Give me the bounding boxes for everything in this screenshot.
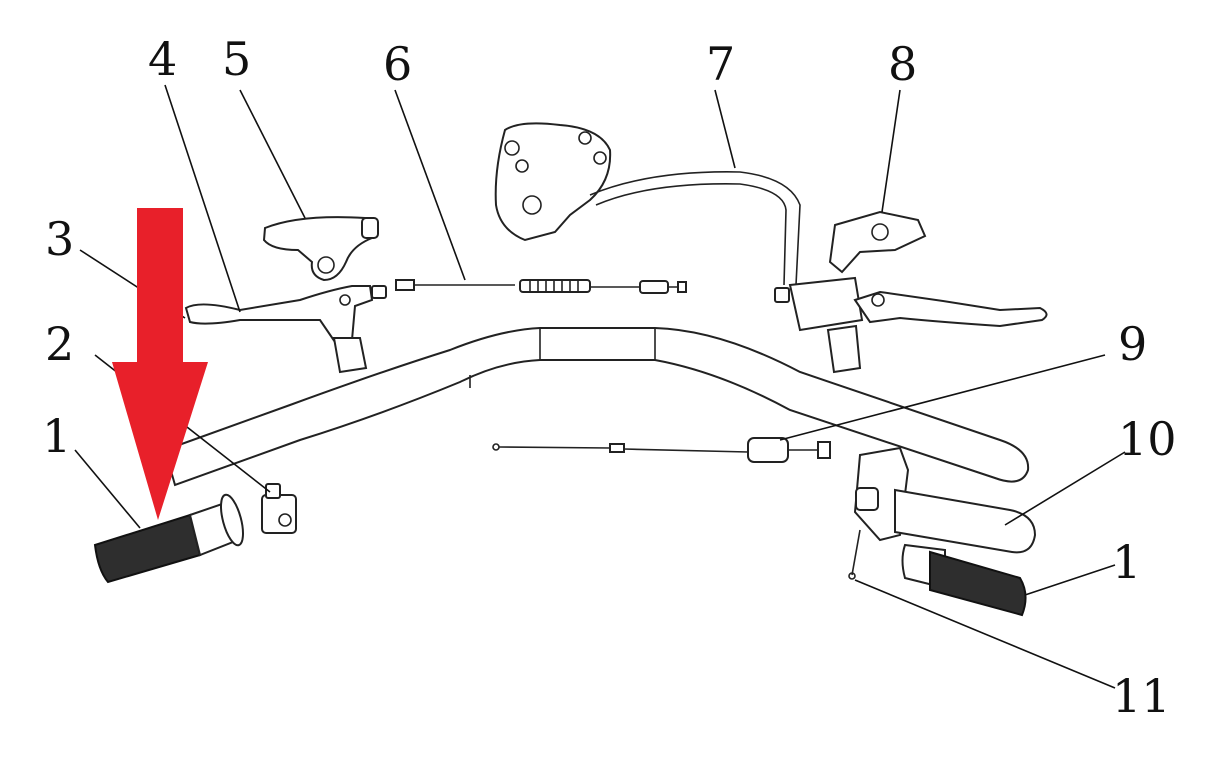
leader-11 (854, 579, 1116, 689)
clutch-cable (395, 279, 687, 294)
red-highlight-arrow (112, 208, 208, 520)
leader-1-right (1024, 564, 1116, 596)
leader-8 (881, 89, 901, 213)
leader-4 (164, 84, 241, 313)
leader-9 (779, 354, 1106, 441)
clutch-clamp (262, 216, 379, 282)
leader-6 (394, 89, 466, 281)
callout-numbers: 4 5 6 7 8 3 2 9 1 10 1 11 (42, 32, 1177, 723)
callout-1-right: 1 (1112, 535, 1141, 589)
leader-5 (239, 89, 306, 219)
leader-10 (1004, 451, 1126, 526)
callout-6: 6 (383, 37, 412, 91)
callout-2: 2 (45, 317, 74, 371)
callout-1-left: 1 (42, 409, 71, 463)
leader-1-left (74, 449, 141, 529)
callout-7: 7 (706, 37, 735, 91)
leader-7 (714, 89, 736, 169)
callout-4: 4 (148, 32, 177, 86)
left-switch-housing (261, 483, 297, 534)
throttle-screw (848, 529, 861, 580)
callout-9: 9 (1118, 317, 1147, 371)
brake-master-cylinder (774, 210, 1048, 374)
clutch-lever-assembly (184, 285, 387, 374)
callout-3: 3 (45, 212, 74, 266)
brake-caliper-and-hose (494, 122, 801, 286)
left-grip (93, 493, 244, 584)
throttle-cable (492, 437, 831, 463)
red-arrow-icon (112, 208, 208, 520)
callout-11: 11 (1112, 669, 1171, 723)
callout-8: 8 (888, 37, 917, 91)
callout-5: 5 (222, 32, 251, 86)
throttle-assembly (853, 446, 1037, 554)
handlebar (163, 327, 1030, 487)
right-grip (901, 543, 1027, 617)
callout-10: 10 (1118, 412, 1177, 466)
